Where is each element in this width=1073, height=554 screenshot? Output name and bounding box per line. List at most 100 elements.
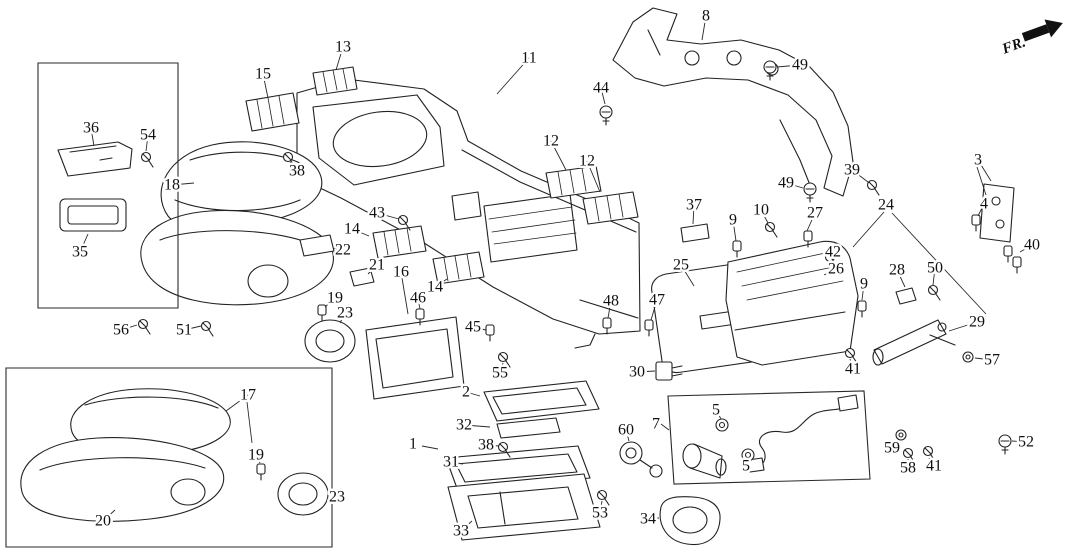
fastener-clip-icon [415, 308, 425, 326]
callout-50: 50 [927, 260, 943, 277]
part-glove-box-housing-26 [725, 240, 859, 366]
callout-1: 1 [409, 436, 417, 453]
part-plate-37 [680, 223, 710, 243]
callout-2: 2 [462, 384, 470, 401]
fastener-clip-icon [485, 324, 495, 342]
part-column-lower-cover [140, 209, 334, 306]
callout-13: 13 [335, 39, 351, 56]
callout-25: 25 [673, 257, 689, 274]
part-center-pocket-frame-16 [365, 316, 465, 400]
part-lighter-socket-7 [682, 443, 727, 479]
leader-line-9 [732, 219, 737, 242]
fastener-clip-icon [803, 230, 813, 248]
leader-line-16 [400, 271, 409, 315]
callout-28: 28 [889, 262, 905, 279]
leader-line-14 [351, 228, 370, 237]
part-clip-30 [655, 361, 683, 381]
part-small-bracket-21 [349, 267, 375, 287]
leader-line-27 [806, 212, 816, 232]
leader-line-35 [79, 233, 89, 253]
construction-line [852, 211, 885, 248]
callout-16: 16 [393, 264, 409, 281]
leader-line-5 [715, 409, 722, 420]
fastener-clip-icon [1012, 256, 1022, 274]
leader-line-2 [465, 391, 481, 397]
fastener-screw-icon [866, 179, 880, 196]
leader-line-38 [289, 161, 298, 172]
part-ashtray-33 [447, 473, 601, 541]
leader-line-23 [329, 494, 338, 498]
fastener-clip-icon [644, 319, 654, 337]
fastener-screw-icon [497, 351, 511, 368]
part-defroster-vent-15 [245, 92, 300, 132]
leader-line-52 [1011, 440, 1027, 443]
callout-32: 32 [456, 417, 472, 434]
fastener-screw-icon [397, 214, 411, 231]
leader-line-42 [826, 251, 834, 257]
fastener-ring-icon [715, 418, 729, 432]
leader-line-59 [891, 438, 900, 449]
leader-line-48 [607, 300, 612, 319]
callout-52: 52 [1018, 434, 1034, 451]
callout-59: 59 [884, 440, 900, 457]
callout-10: 10 [753, 202, 769, 219]
part-instrument-panel [296, 78, 641, 349]
callout-54: 54 [140, 127, 156, 144]
callout-19: 19 [327, 290, 343, 307]
callout-23: 23 [337, 305, 353, 322]
leader-line-9 [861, 283, 865, 301]
callout-19: 19 [248, 447, 264, 464]
leader-line-57 [974, 357, 993, 361]
part-coin-pocket-34 [659, 496, 721, 546]
fastener-screw-icon [200, 320, 214, 337]
fastener-bolt-icon [763, 60, 777, 81]
callout-42: 42 [825, 244, 841, 261]
leader-line-32 [463, 424, 491, 428]
leader-line-44 [600, 87, 606, 105]
callout-38: 38 [289, 163, 305, 180]
leader-line-5 [745, 460, 749, 467]
leader-line-19 [324, 297, 336, 308]
callout-47: 47 [649, 292, 665, 309]
leader-line-12 [550, 140, 567, 171]
part-wire-harness [743, 394, 859, 473]
part-ignition-ring-lower [277, 472, 329, 516]
fastener-bolt-icon [998, 434, 1012, 455]
leader-line-33 [460, 520, 473, 532]
callout-39: 39 [844, 162, 860, 179]
callout-12: 12 [543, 133, 559, 150]
part-column-lower-cover-20 [20, 437, 225, 522]
fastener-screw-icon [764, 221, 778, 238]
callout-48: 48 [603, 293, 619, 310]
callout-37: 37 [686, 197, 702, 214]
callout-17: 17 [240, 387, 256, 404]
callout-44: 44 [593, 80, 609, 97]
leader-line-45 [472, 326, 487, 331]
leader-line-12 [586, 160, 601, 193]
callout-49: 49 [792, 57, 808, 74]
part-bracket-28 [895, 287, 917, 305]
part-cigarette-lighter-60 [619, 441, 663, 478]
leader-line-36 [90, 127, 95, 147]
part-center-vent-14-upper [372, 225, 427, 259]
callout-29: 29 [969, 314, 985, 331]
fastener-screw-icon [824, 251, 838, 268]
callout-36: 36 [83, 120, 99, 137]
leader-line-38 [485, 444, 500, 447]
leader-line-34 [647, 517, 660, 520]
callout-30: 30 [629, 364, 645, 381]
leader-line-29 [948, 321, 978, 332]
leader-line-31 [450, 461, 464, 465]
leader-line-50 [932, 267, 936, 286]
fastener-nut-icon [895, 429, 907, 441]
leader-line-28 [896, 269, 906, 288]
group-box-2 [5, 367, 333, 548]
construction-line [246, 401, 253, 444]
fastener-clip-icon [971, 214, 981, 232]
leader-line-47 [650, 299, 658, 321]
leader-line-10 [760, 209, 769, 224]
leader-line-49 [776, 64, 801, 68]
construction-line [660, 423, 670, 431]
